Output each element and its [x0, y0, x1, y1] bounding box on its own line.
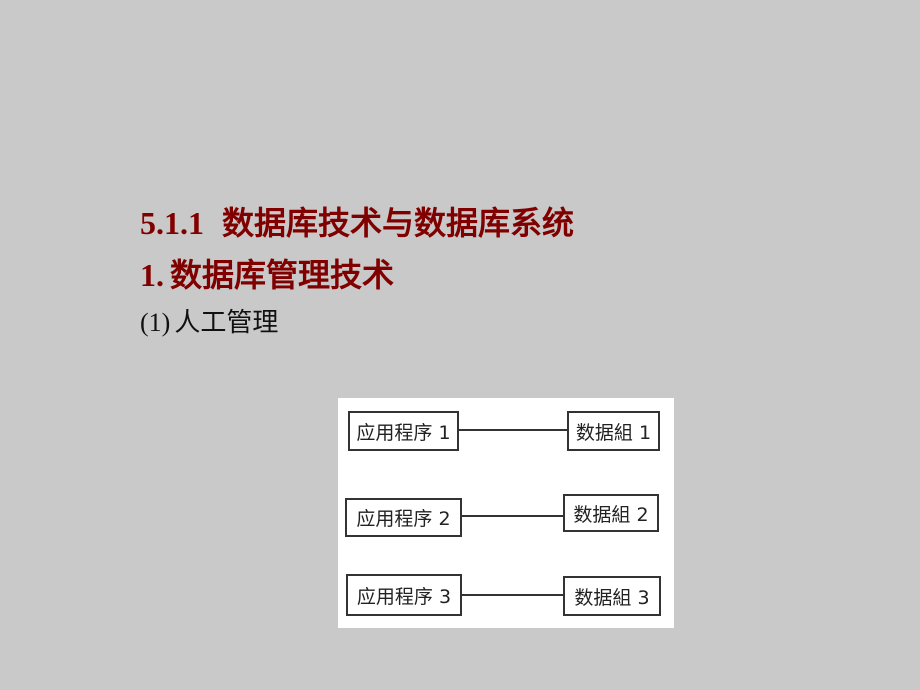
- section-number: 5.1.1: [140, 205, 204, 241]
- section-title-text: 数据库技术与数据库系统: [222, 204, 575, 242]
- dataset-box-2: 数据組 2: [563, 494, 659, 532]
- application-box-2: 应用程序 2: [345, 498, 462, 537]
- subsection-title-text: 数据库管理技术: [170, 256, 395, 294]
- dataset-box-3: 数据組 3: [563, 576, 661, 616]
- point-number: (1): [140, 308, 171, 337]
- subsection-number: 1.: [140, 257, 164, 293]
- manual-management-diagram: 应用程序 1 数据組 1 应用程序 2 数据組 2 应用程序 3 数据組 3: [338, 398, 674, 628]
- section-title: 5.1.1 数据库技术与数据库系统: [140, 207, 574, 239]
- connector-line-1: [459, 429, 567, 431]
- point-heading: (1)人工管理: [140, 308, 279, 338]
- application-box-1: 应用程序 1: [348, 411, 459, 451]
- application-box-3: 应用程序 3: [346, 574, 462, 616]
- dataset-box-1: 数据組 1: [567, 411, 660, 451]
- point-heading-text: 人工管理: [174, 308, 279, 338]
- connector-line-3: [462, 594, 563, 596]
- subsection-title: 1.数据库管理技术: [140, 259, 394, 291]
- connector-line-2: [462, 515, 563, 517]
